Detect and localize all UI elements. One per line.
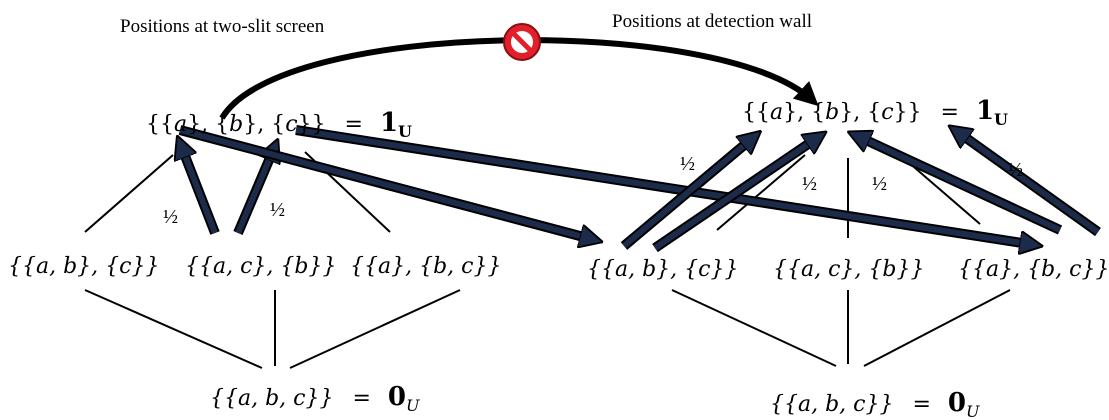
right-middle-node-a-bc: {{a}, {b, c}}: [958, 257, 1109, 282]
left-lattice-lines: [84, 151, 461, 369]
caption-detection-wall: Positions at detection wall: [612, 11, 812, 32]
left-bottom-node: {{a, b, c}} = 0U: [210, 382, 420, 415]
probability-label: ½: [802, 173, 817, 195]
right-probability-arrows: [620, 130, 1101, 253]
right-bottom-node: {{a, b, c}} = 0U: [770, 388, 980, 420]
cross-arrows: [178, 125, 1035, 245]
right-middle-node-ac-b: {{a, c}, {b}}: [773, 257, 924, 282]
no-entry-sign-icon: [503, 23, 541, 61]
right-middle-node-ab-c: {{a, b}, {c}}: [587, 257, 738, 282]
left-middle-node-ac-b: {{a, c}, {b}}: [185, 254, 336, 279]
left-middle-node-a-bc: {{a}, {b, c}}: [350, 254, 501, 279]
left-middle-node-ab-c: {{a, b}, {c}}: [8, 254, 159, 279]
probability-label: ½: [163, 206, 178, 228]
probability-label: ½: [872, 173, 887, 195]
probability-label: ½: [680, 153, 695, 175]
right-top-node: {{a}, {b}, {c}} = 1U: [742, 96, 1008, 129]
probability-label: ½: [270, 199, 285, 221]
left-top-node: {{a}, {b}, {c}} = 1U: [146, 108, 412, 141]
caption-two-slit-screen: Positions at two-slit screen: [120, 16, 325, 37]
left-probability-arrows: [180, 143, 275, 235]
probability-label: ½: [1008, 159, 1023, 181]
